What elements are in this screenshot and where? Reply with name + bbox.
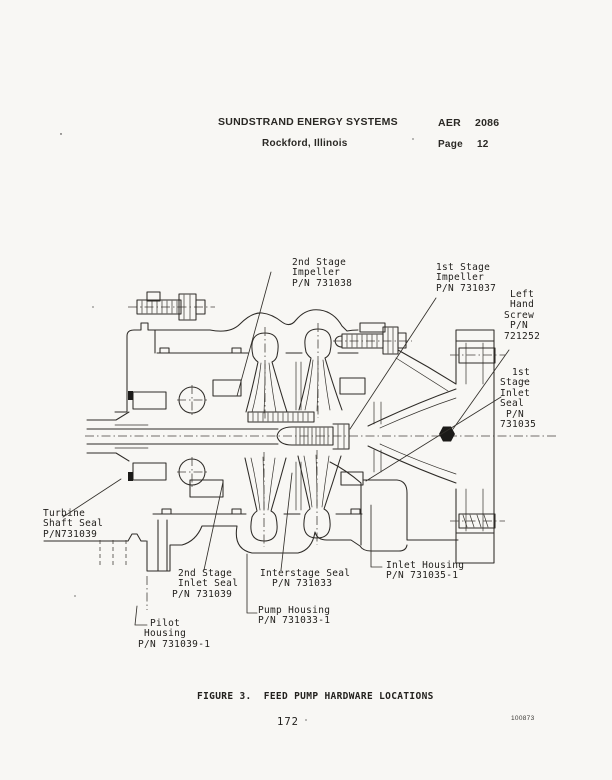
left-hand-screw-glyph [439,426,455,442]
hidden-lines [99,540,148,610]
leader-pump-housing [246,553,258,614]
turbine-end-bearing-and-seal [86,385,207,487]
second-stage-volute-lower [244,452,287,547]
turbine-shaft-seal-mark [128,391,133,400]
page-number: 12 [477,139,489,150]
leader-first-stage-inlet-seal [365,396,502,482]
leader-second-stage-inlet-seal [203,481,224,571]
stud-bolt-upper-middle [333,322,412,355]
stud-bolt-upper-left [128,291,215,321]
part-label-pump-housing: Pump Housing P/N 731033-1 [258,605,331,627]
first-stage-volute-upper [298,323,343,418]
scan-specks [60,133,525,721]
interstage-seal-strip [247,411,315,423]
scan-stamp-number: 100873 [511,715,535,722]
doc-code: AER [438,117,461,129]
leader-left-hand-screw [452,349,510,430]
turbine-shaft [86,423,350,450]
upper-casing [114,309,457,425]
part-label-left-hand-screw: Left Hand Screw P/N 721252 [504,289,541,342]
figure-caption: FIGURE 3. FEED PUMP HARDWARE LOCATIONS [197,691,434,702]
part-label-interstage-seal: Interstage Seal P/N 731033 [260,568,351,590]
leader-lines [62,271,510,626]
inlet-housing-flange [367,329,505,564]
company-name: SUNDSTRAND ENERGY SYSTEMS [218,116,398,128]
doc-number: 2086 [475,117,500,129]
leader-interstage-seal [280,472,293,571]
leader-turbine-shaft-seal [62,478,122,518]
lower-casing [43,449,459,572]
part-label-turbine-shaft-seal: Turbine Shaft Seal P/N731039 [43,508,104,540]
first-stage-volute-lower [297,450,342,545]
leader-pilot-housing [134,605,148,626]
page-word: Page [438,139,463,150]
leader-second-stage-impeller [236,271,272,397]
part-label-inlet-housing: Inlet Housing P/N 731035-1 [386,560,465,582]
part-label-second-stage-inlet-seal: 2nd Stage Inlet Seal P/N 731039 [172,568,239,600]
part-label-first-stage-impeller: 1st Stage Impeller P/N 731037 [436,262,497,294]
leader-first-stage-impeller [349,297,437,430]
folio-page-number: 172 [277,716,299,728]
part-label-first-stage-inlet-seal: 1st Stage Inlet Seal P/N 731035 [500,367,537,431]
leader-inlet-housing [370,504,383,568]
second-stage-volute-upper [245,327,288,420]
part-label-second-stage-impeller: 2nd Stage Impeller P/N 731038 [292,257,353,289]
company-location: Rockford, Illinois [262,138,348,149]
part-label-pilot-housing: Pilot Housing P/N 731039-1 [138,618,211,650]
